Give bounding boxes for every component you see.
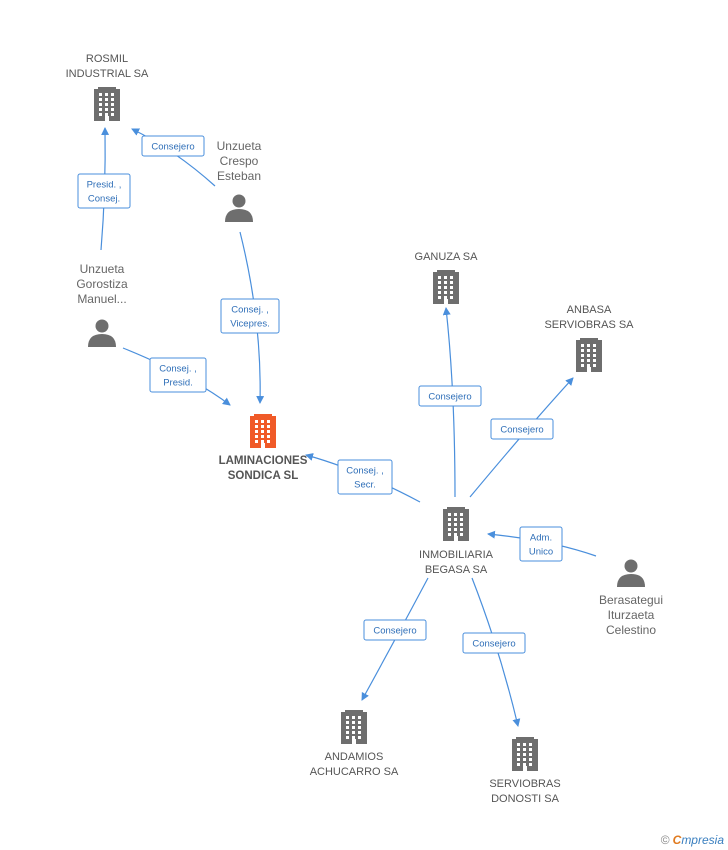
edge-role-text: Consej. , xyxy=(346,466,384,477)
focus-company-building-icon xyxy=(250,414,276,448)
brand-initial: C xyxy=(672,833,682,847)
edge-role-badge[interactable]: Adm. Unico xyxy=(519,526,563,562)
node-label: ROSMIL xyxy=(86,53,128,65)
copyright-symbol: © xyxy=(660,833,670,847)
node-label: Manuel... xyxy=(77,292,126,306)
node-rosmil[interactable]: ROSMIL INDUSTRIAL SA xyxy=(66,53,149,121)
node-label: Crespo xyxy=(220,154,259,168)
node-label: INMOBILIARIA xyxy=(419,549,494,561)
edge-role-text: Secr. xyxy=(354,480,376,491)
node-label: ANBASA xyxy=(567,304,612,316)
node-label: Unzueta xyxy=(217,139,262,153)
edge-role-text: Consejero xyxy=(151,142,194,153)
brand-rest: mpresia xyxy=(681,833,724,847)
edge-role-text: Consejero xyxy=(472,639,515,650)
edge-role-badge[interactable]: Consejero xyxy=(141,135,205,157)
edge-role-badge[interactable]: Consejero xyxy=(363,619,427,641)
edge-role-text: Consejero xyxy=(373,626,416,637)
node-andamios[interactable]: ANDAMIOS ACHUCARRO SA xyxy=(310,710,399,778)
edge-role-badge[interactable]: Consejero xyxy=(490,418,554,440)
node-label: GANUZA SA xyxy=(415,251,479,263)
person-icon xyxy=(617,559,645,587)
edge-role-badge[interactable]: Consej. , Presid. xyxy=(149,357,207,393)
node-label: ANDAMIOS xyxy=(325,751,384,763)
edge-role-badge[interactable]: Consejero xyxy=(418,385,482,407)
person-icon xyxy=(88,319,116,347)
node-label: BEGASA SA xyxy=(425,564,488,576)
node-anbasa[interactable]: ANBASA SERVIOBRAS SA xyxy=(544,304,634,372)
node-label: Unzueta xyxy=(80,262,125,276)
node-unzueta_gorostiza[interactable]: UnzuetaGorostizaManuel... xyxy=(76,262,128,347)
edge-role-badge[interactable]: Consej. , Vicepres. xyxy=(220,298,280,334)
company-building-icon xyxy=(443,507,469,541)
node-label: Celestino xyxy=(606,623,656,637)
edge-role-badge[interactable]: Presid. , Consej. xyxy=(77,173,131,209)
edge-role-text: Consej. , xyxy=(159,364,197,375)
edge-role-text: Vicepres. xyxy=(230,319,269,330)
node-label: INDUSTRIAL SA xyxy=(66,68,149,80)
edge-role-text: Presid. xyxy=(163,378,193,389)
edge-role-text: Consejero xyxy=(428,392,471,403)
edge-role-text: Consejero xyxy=(500,425,543,436)
node-inmobiliaria[interactable]: INMOBILIARIA BEGASA SA xyxy=(419,507,494,576)
edge-role-text: Consej. xyxy=(88,194,120,205)
node-label: SERVIOBRAS xyxy=(489,778,560,790)
node-label: Iturzaeta xyxy=(608,608,655,622)
person-icon xyxy=(225,194,253,222)
node-label: DONOSTI SA xyxy=(491,793,560,805)
edge-role-text: Adm. xyxy=(530,533,552,544)
edge-role-badge[interactable]: Consejero xyxy=(462,632,526,654)
node-label: Gorostiza xyxy=(76,277,128,291)
node-serviobras[interactable]: SERVIOBRAS DONOSTI SA xyxy=(489,737,561,805)
node-label: ACHUCARRO SA xyxy=(310,766,399,778)
company-building-icon xyxy=(341,710,367,744)
company-building-icon xyxy=(576,338,602,372)
node-label: SONDICA SL xyxy=(228,470,299,482)
edge-role-text: Consej. , xyxy=(231,305,269,316)
edge-role-badge[interactable]: Consej. , Secr. xyxy=(337,459,393,495)
company-building-icon xyxy=(94,87,120,121)
company-building-icon xyxy=(433,270,459,304)
node-label: LAMINACIONES xyxy=(219,455,308,467)
node-laminaciones[interactable]: LAMINACIONES SONDICA SL xyxy=(219,414,308,482)
company-building-icon xyxy=(512,737,538,771)
node-label: Esteban xyxy=(217,169,261,183)
node-label: SERVIOBRAS SA xyxy=(544,319,634,331)
node-ganuza[interactable]: GANUZA SA xyxy=(415,251,479,304)
empresia-watermark: ©Cmpresia xyxy=(661,833,724,847)
node-label: Berasategui xyxy=(599,593,663,607)
edge-role-text: Presid. , xyxy=(87,180,122,191)
edge-role-text: Unico xyxy=(529,547,553,558)
